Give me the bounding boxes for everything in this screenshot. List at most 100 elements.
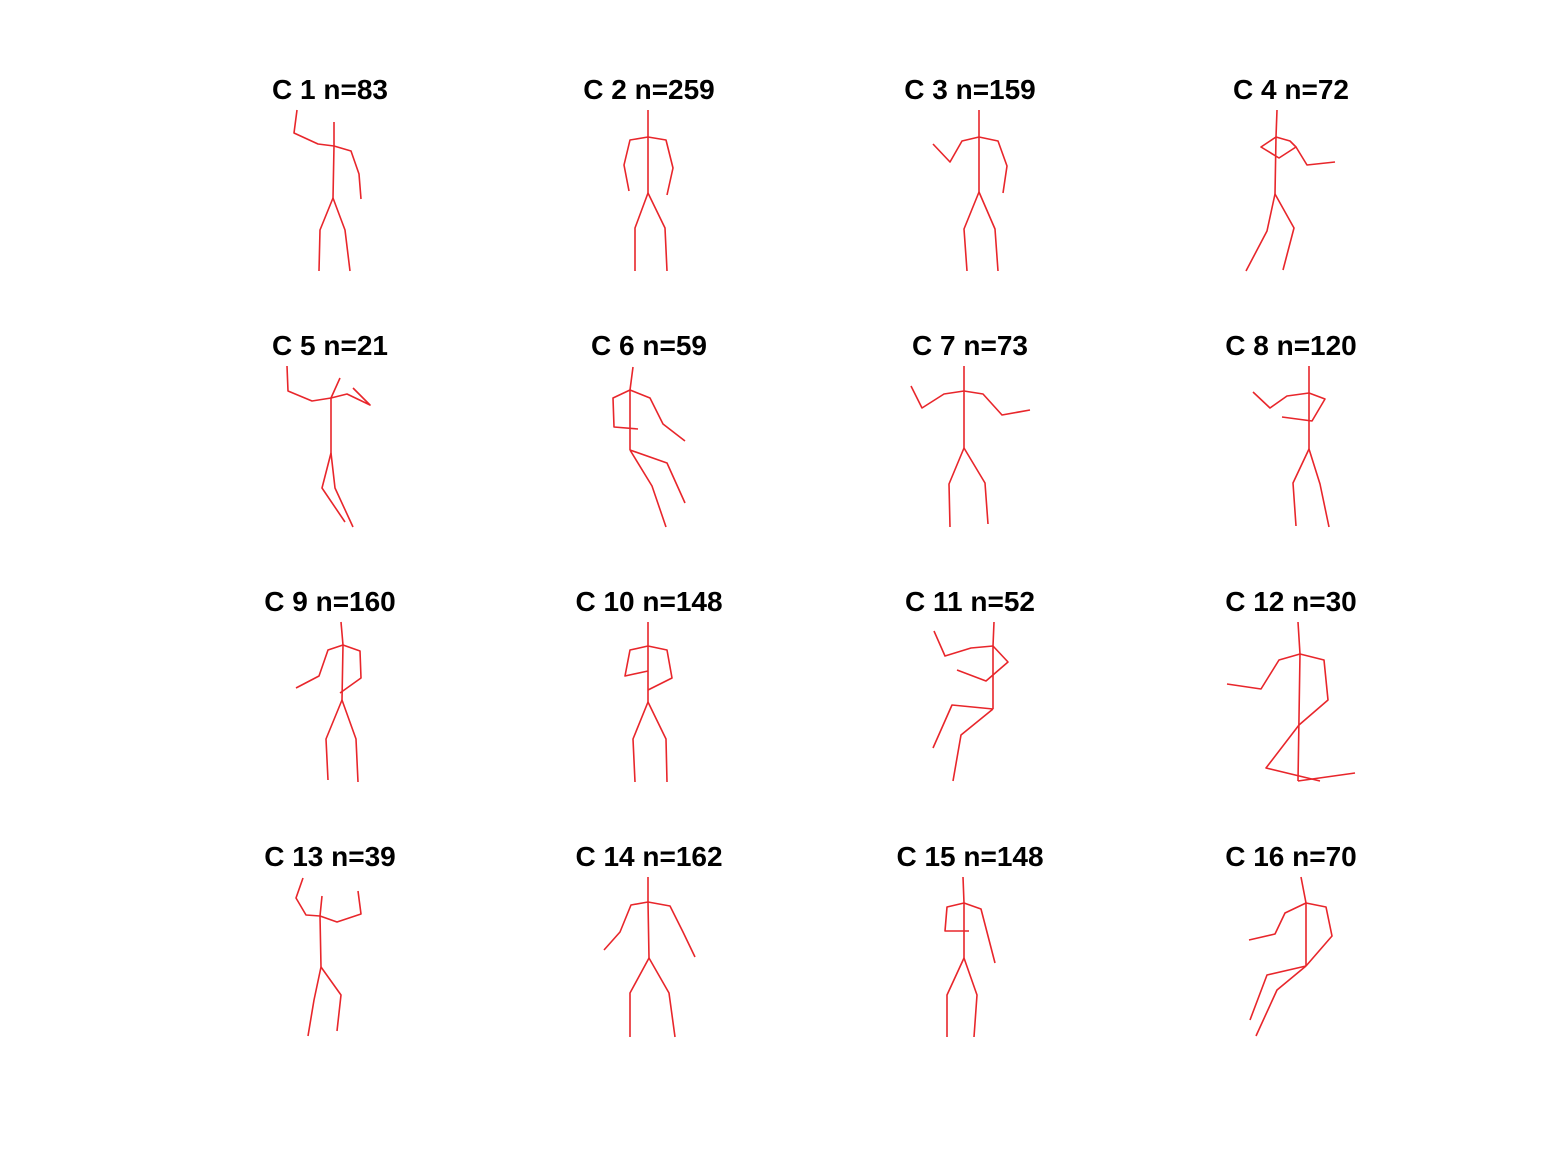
stick-figure-limb xyxy=(612,389,639,430)
stick-figure-limb xyxy=(647,645,673,691)
stick-figure-limb xyxy=(1297,772,1356,782)
cluster-title: C 1 n=83 xyxy=(272,74,388,105)
stick-figure-limb xyxy=(629,389,686,442)
stick-figure-limb xyxy=(1255,965,1307,1037)
stick-figure-limb xyxy=(1260,136,1297,159)
cluster-panel-7: C 7 n=73 xyxy=(810,330,1130,560)
stick-figure xyxy=(286,365,371,528)
cluster-panel-15: C 15 n=148 xyxy=(810,841,1130,1071)
stick-figure-limb xyxy=(318,197,334,272)
stick-figure-limb xyxy=(295,644,344,689)
stick-figure-limb xyxy=(1248,902,1307,941)
cluster-panel-9: C 9 n=160 xyxy=(170,586,490,816)
stick-figure-limb xyxy=(963,191,980,272)
stick-figure xyxy=(293,109,362,272)
stick-figure xyxy=(1245,109,1336,272)
stick-figure xyxy=(603,877,696,1038)
stick-figure-limb xyxy=(341,699,359,783)
stick-figure-limb xyxy=(1245,193,1276,272)
stick-figure xyxy=(932,621,1009,782)
cluster-panel-2: C 2 n=259 xyxy=(489,74,809,304)
stick-figure xyxy=(944,876,996,1038)
stick-figure-limb xyxy=(624,645,649,677)
stick-figure-limb xyxy=(1249,965,1307,1021)
stick-figure-limb xyxy=(623,136,649,192)
stick-figure-limb xyxy=(647,192,668,272)
stick-figure-limb xyxy=(1295,146,1336,166)
stick-figure-limb xyxy=(629,449,686,504)
stick-figure-limb xyxy=(1265,724,1321,782)
stick-figure-limb xyxy=(963,902,996,964)
cluster-panel-5: C 5 n=21 xyxy=(170,330,490,560)
stick-figure-limb xyxy=(629,957,650,1037)
cluster-title: C 10 n=148 xyxy=(575,586,723,617)
stick-figure-limb xyxy=(963,447,989,525)
stick-figure-limb xyxy=(932,704,994,749)
stick-figure-limb xyxy=(647,136,674,196)
stick-figure-limb xyxy=(1281,392,1326,422)
cluster-title: C 11 n=52 xyxy=(905,586,1035,617)
stick-figure xyxy=(1226,621,1356,782)
stick-figure-limb xyxy=(339,644,362,694)
cluster-panel-13: C 13 n=39 xyxy=(170,841,490,1071)
stick-figure-limb xyxy=(933,630,994,657)
cluster-title: C 5 n=21 xyxy=(272,330,388,361)
stick-figure xyxy=(612,366,686,528)
stick-figure-limb xyxy=(1305,902,1333,967)
stick-figure-limb xyxy=(992,621,995,709)
stick-figure-limb xyxy=(330,452,354,528)
stick-figure-limb xyxy=(647,901,696,958)
stick-figure-limb xyxy=(944,902,969,932)
stick-figure-limb xyxy=(648,957,676,1038)
stick-figure xyxy=(932,110,1008,272)
stick-figure xyxy=(295,621,362,783)
stick-figure-limb xyxy=(1298,653,1329,726)
stick-figure-limb xyxy=(978,136,1008,194)
stick-figure-limb xyxy=(319,890,362,923)
stick-figure-limb xyxy=(647,701,668,783)
stick-figure-limb xyxy=(632,701,649,783)
cluster-panel-16: C 16 n=70 xyxy=(1131,841,1451,1071)
stick-figure-limb xyxy=(946,957,965,1037)
stick-figure-limb xyxy=(332,122,335,199)
cluster-panel-1: C 1 n=83 xyxy=(170,74,490,304)
stick-figure-limb xyxy=(963,390,1031,416)
stick-figure xyxy=(624,622,673,783)
stick-figure-limb xyxy=(629,449,667,528)
stick-figure-limb xyxy=(963,957,978,1038)
cluster-panel-11: C 11 n=52 xyxy=(810,586,1130,816)
stick-figure xyxy=(1252,366,1330,528)
stick-figure-limb xyxy=(1300,876,1307,966)
stick-figure-limb xyxy=(910,385,965,409)
stick-figure-limb xyxy=(293,109,335,147)
stick-figure-limb xyxy=(978,191,999,272)
stick-figure-limb xyxy=(629,366,634,450)
stick-figure-limb xyxy=(647,877,650,959)
cluster-title: C 8 n=120 xyxy=(1225,330,1357,361)
cluster-panel-10: C 10 n=148 xyxy=(489,586,809,816)
stick-figure xyxy=(295,877,362,1037)
stick-figure-limb xyxy=(952,708,994,782)
stick-figure-limb xyxy=(962,876,965,958)
cluster-title: C 13 n=39 xyxy=(264,841,396,872)
stick-figure-limb xyxy=(603,901,649,951)
cluster-panel-14: C 14 n=162 xyxy=(489,841,809,1071)
cluster-panel-4: C 4 n=72 xyxy=(1131,74,1451,304)
cluster-panel-6: C 6 n=59 xyxy=(489,330,809,560)
stick-figure xyxy=(910,366,1031,528)
stick-figure-limb xyxy=(286,365,332,402)
cluster-title: C 15 n=148 xyxy=(896,841,1044,872)
stick-figure-limb xyxy=(325,699,343,781)
cluster-title: C 3 n=159 xyxy=(904,74,1036,105)
stick-figure-limb xyxy=(1226,653,1301,690)
stick-figure-limb xyxy=(320,966,342,1032)
stick-figure-limb xyxy=(295,877,321,917)
stick-figure xyxy=(623,110,674,272)
cluster-panel-3: C 3 n=159 xyxy=(810,74,1130,304)
cluster-title: C 6 n=59 xyxy=(591,330,707,361)
cluster-title: C 4 n=72 xyxy=(1233,74,1349,105)
cluster-title: C 14 n=162 xyxy=(575,841,723,872)
stick-figure-limb xyxy=(330,377,341,453)
stick-figure-limb xyxy=(333,145,362,200)
